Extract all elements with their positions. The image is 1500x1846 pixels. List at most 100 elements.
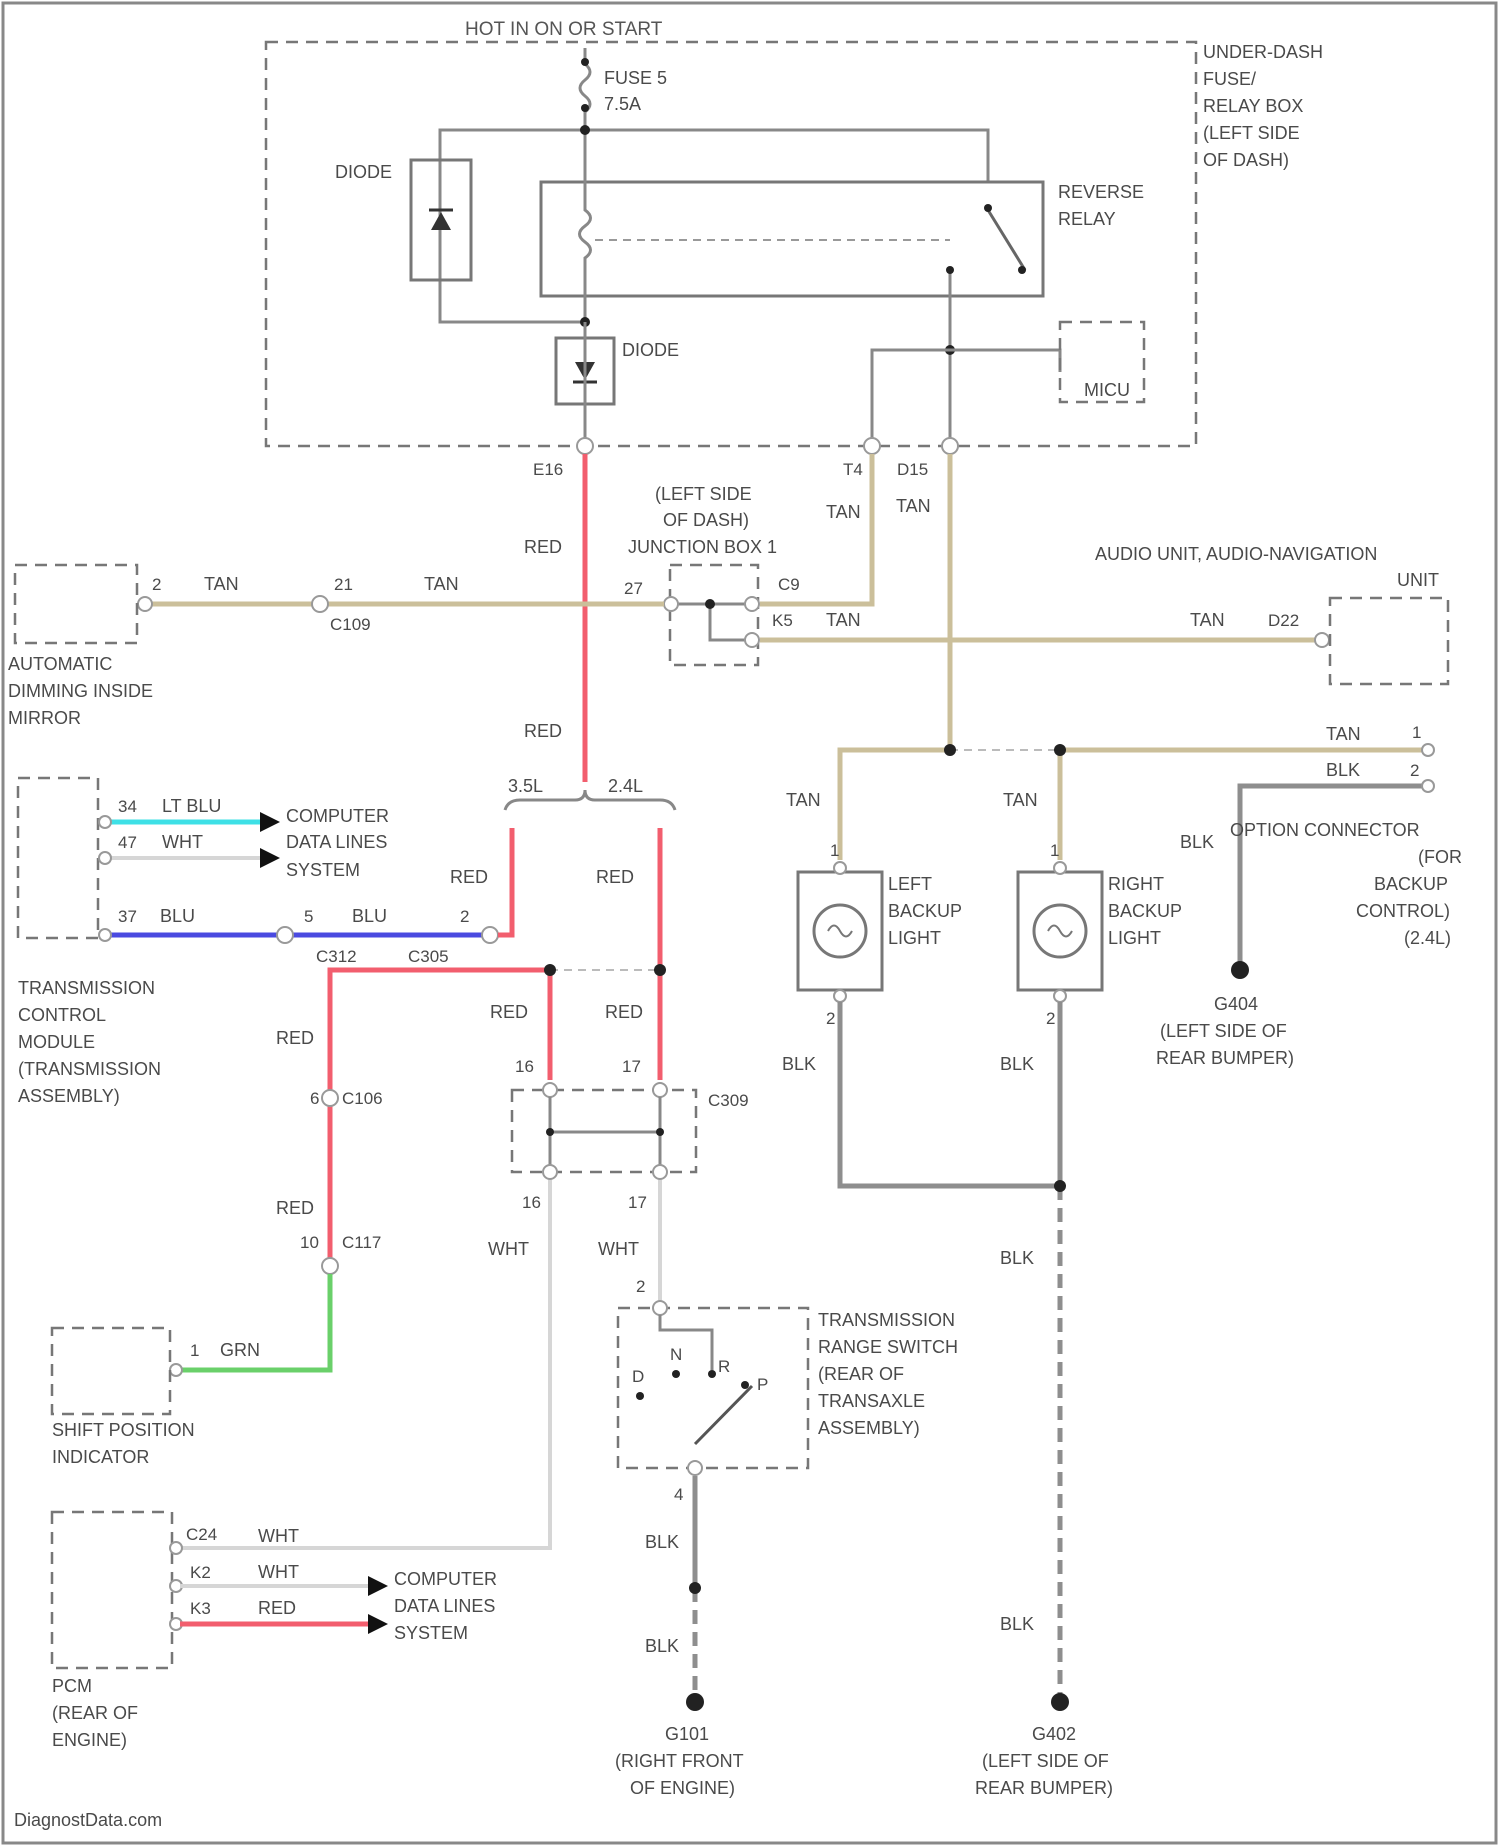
audio-unit-label: AUDIO UNIT, AUDIO-NAVIGATION UNIT (1095, 544, 1439, 590)
pin-e16: E16 (533, 460, 563, 479)
svg-text:SHIFT POSITION: SHIFT POSITION (52, 1420, 195, 1440)
svg-text:OF DASH): OF DASH) (1203, 150, 1289, 170)
pcm-data-lines-label: COMPUTER DATA LINES SYSTEM (394, 1569, 497, 1643)
tcm-box (18, 778, 98, 938)
pin-option-1: 1 (1412, 723, 1421, 742)
tan-label-d15: TAN (896, 496, 931, 516)
red-label-5: RED (276, 1028, 314, 1048)
blu-label-1: BLU (160, 906, 195, 926)
tan-label-left: TAN (786, 790, 821, 810)
pin-right-1: 1 (1050, 841, 1059, 860)
svg-text:TRANSAXLE: TRANSAXLE (818, 1391, 925, 1411)
junction-box-label: (LEFT SIDE OF DASH) JUNCTION BOX 1 (628, 484, 777, 557)
blk-label-left: BLK (782, 1054, 816, 1074)
svg-text:INDICATOR: INDICATOR (52, 1447, 149, 1467)
connector-c117 (322, 1258, 338, 1274)
pin-2b: 2 (460, 907, 469, 926)
svg-text:BACKUP: BACKUP (1108, 901, 1182, 921)
svg-text:MODULE: MODULE (18, 1032, 95, 1052)
connector-d15 (942, 438, 958, 454)
svg-text:(LEFT SIDE OF: (LEFT SIDE OF (1160, 1021, 1287, 1041)
lower-diode-label: DIODE (622, 340, 679, 360)
micu-wire (872, 350, 1060, 446)
pin-37: 37 (118, 907, 137, 926)
svg-text:TRANSMISSION: TRANSMISSION (818, 1310, 955, 1330)
wht-label-pcm-1: WHT (258, 1526, 299, 1546)
connector-c309-label: C309 (708, 1091, 749, 1110)
fuse-dot-bottom (581, 104, 589, 112)
grn-label: GRN (220, 1340, 260, 1360)
pin-c9: C9 (778, 575, 800, 594)
trs-switch-arm (695, 1386, 752, 1444)
variant-3-5l: 3.5L (508, 776, 543, 796)
c309-bridge (550, 1097, 660, 1168)
svg-text:G404: G404 (1214, 994, 1258, 1014)
svg-text:OPTION CONNECTOR: OPTION CONNECTOR (1230, 820, 1420, 840)
data-arrow-3 (368, 1576, 388, 1596)
tan-label-mirror: TAN (204, 574, 239, 594)
tcm-label: TRANSMISSION CONTROL MODULE (TRANSMISSIO… (18, 978, 161, 1106)
pin-6: 6 (310, 1089, 319, 1108)
blk-label-g402-1: BLK (1000, 1248, 1034, 1268)
svg-text:PCM: PCM (52, 1676, 92, 1696)
fuse-box-outline (266, 42, 1196, 446)
blk-label-option: BLK (1326, 760, 1360, 780)
svg-text:SYSTEM: SYSTEM (394, 1623, 468, 1643)
svg-text:BACKUP: BACKUP (888, 901, 962, 921)
svg-text:LEFT: LEFT (888, 874, 932, 894)
shift-indicator-box (52, 1328, 170, 1414)
ground-g402 (1051, 1693, 1069, 1711)
variant-2-4l: 2.4L (608, 776, 643, 796)
pin-k5: K5 (772, 611, 793, 630)
connector-c109 (312, 596, 328, 612)
pin-d15: D15 (897, 460, 928, 479)
relay-feed-wire (585, 130, 988, 182)
pin-d22: D22 (1268, 611, 1299, 630)
tan-label-option: TAN (1326, 724, 1361, 744)
reverse-relay-label-1: REVERSE (1058, 182, 1144, 202)
trs-pos-p: P (757, 1375, 768, 1394)
blk-label-right: BLK (1000, 1054, 1034, 1074)
pin-left-1: 1 (830, 841, 839, 860)
tan-label-k5: TAN (826, 610, 861, 630)
pin-5: 5 (304, 907, 313, 926)
red-label-1: RED (524, 537, 562, 557)
svg-text:UNDER-DASH: UNDER-DASH (1203, 42, 1323, 62)
pin-2c: 2 (636, 1277, 645, 1296)
relay-switch-arm (988, 210, 1025, 270)
pin-1: 1 (190, 1341, 199, 1360)
g402-label: G402 (LEFT SIDE OF REAR BUMPER) (975, 1724, 1113, 1798)
connector-jb-c9 (745, 597, 759, 611)
tan-label-jb: TAN (424, 574, 459, 594)
pin-k3: K3 (190, 1599, 211, 1618)
svg-text:(LEFT SIDE OF: (LEFT SIDE OF (982, 1751, 1109, 1771)
pcm-label: PCM (REAR OF ENGINE) (52, 1676, 138, 1750)
svg-text:DATA LINES: DATA LINES (286, 832, 387, 852)
svg-text:MIRROR: MIRROR (8, 708, 81, 728)
svg-text:COMPUTER: COMPUTER (394, 1569, 497, 1589)
connector-c305 (482, 927, 498, 943)
pin-10: 10 (300, 1233, 319, 1252)
pin-4: 4 (674, 1485, 683, 1504)
fuse-box-label: UNDER-DASH FUSE/ RELAY BOX (LEFT SIDE OF… (1203, 42, 1323, 170)
trs-pos-r: R (718, 1357, 730, 1376)
blk-left-light-wire (840, 1002, 1060, 1186)
blk-label-g402-2: BLK (1000, 1614, 1034, 1634)
svg-text:(REAR OF: (REAR OF (818, 1364, 904, 1384)
red-label-pcm: RED (258, 1598, 296, 1618)
connector-c305-label: C305 (408, 947, 449, 966)
upper-diode-label: DIODE (335, 162, 392, 182)
svg-text:(LEFT SIDE: (LEFT SIDE (655, 484, 752, 504)
red-label-4: RED (596, 867, 634, 887)
fuse-dot-top (581, 58, 589, 66)
svg-text:RIGHT: RIGHT (1108, 874, 1164, 894)
trs-pos-d: D (632, 1367, 644, 1386)
svg-text:OF DASH): OF DASH) (663, 510, 749, 530)
svg-text:LIGHT: LIGHT (888, 928, 941, 948)
connector-c312 (277, 927, 293, 943)
tan-left-light-wire (840, 750, 950, 860)
blk-label-trs-1: BLK (645, 1532, 679, 1552)
left-backup-light-label: LEFT BACKUP LIGHT (888, 874, 962, 948)
red-label-8: RED (276, 1198, 314, 1218)
svg-text:DIMMING INSIDE: DIMMING INSIDE (8, 681, 153, 701)
